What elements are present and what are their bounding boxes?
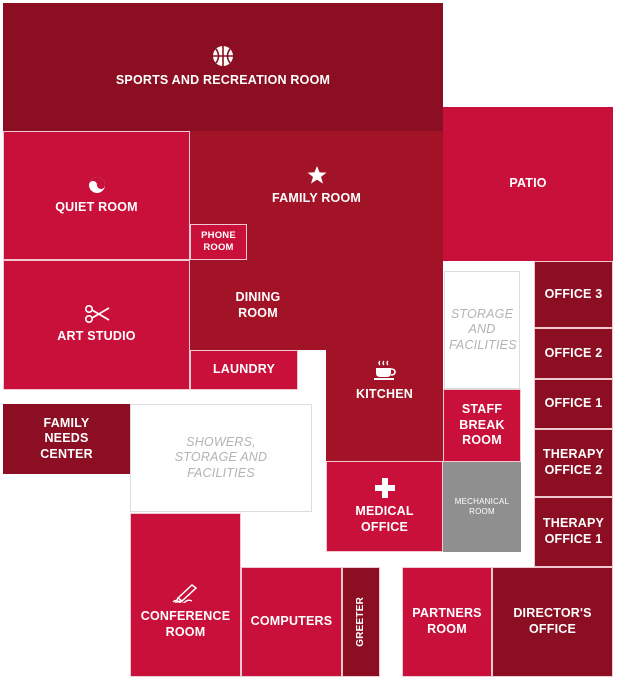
room-label: DIRECTOR'S OFFICE <box>513 606 592 636</box>
room-showers-storage: SHOWERS, STORAGE AND FACILITIES <box>130 404 312 512</box>
room-greeter: GREETER <box>342 567 380 677</box>
room-label: QUIET ROOM <box>55 199 138 214</box>
room-staff-break: STAFF BREAK ROOM <box>443 389 521 462</box>
room-label: SPORTS AND RECREATION ROOM <box>115 73 331 88</box>
room-partners: PARTNERS ROOM <box>402 567 492 677</box>
room-label: MEDICAL OFFICE <box>355 503 414 534</box>
room-office-3: OFFICE 3 <box>534 261 613 328</box>
room-medical-office: MEDICAL OFFICE <box>326 461 443 552</box>
yin-yang-icon <box>88 176 105 193</box>
room-label: OFFICE 3 <box>544 286 603 301</box>
room-computers: COMPUTERS <box>241 567 342 677</box>
basketball-icon <box>213 46 233 67</box>
room-label: KITCHEN <box>356 387 413 402</box>
room-family-needs-center: FAMILY NEEDS CENTER <box>3 404 130 474</box>
room-directors-office: DIRECTOR'S OFFICE <box>492 567 613 677</box>
room-label: OFFICE 1 <box>544 396 603 411</box>
room-dining: DINING ROOM <box>190 261 326 350</box>
room-art-studio: ART STUDIO <box>3 260 190 390</box>
star-icon <box>307 166 326 184</box>
room-label: THERAPY OFFICE 1 <box>542 516 605 546</box>
room-conference: CONFERENCE ROOM <box>130 513 241 677</box>
room-label: DINING ROOM <box>235 289 281 320</box>
room-mechanical: MECHANICAL ROOM <box>443 462 521 552</box>
room-label: COMPUTERS <box>250 614 333 629</box>
room-label: STAFF BREAK ROOM <box>459 402 505 448</box>
medical-cross-icon <box>374 477 395 498</box>
room-laundry: LAUNDRY <box>190 350 298 390</box>
room-label: FAMILY ROOM <box>271 191 362 205</box>
room-label: PARTNERS ROOM <box>412 606 482 636</box>
room-storage-facilities: STORAGE AND FACILITIES <box>444 271 520 389</box>
room-kitchen: KITCHEN <box>326 261 443 461</box>
room-label: CONFERENCE ROOM <box>140 609 231 639</box>
room-label: STORAGE AND FACILITIES <box>449 306 517 352</box>
room-therapy-office-2: THERAPY OFFICE 2 <box>534 429 613 497</box>
room-label: MECHANICAL ROOM <box>454 497 510 516</box>
room-label: PATIO <box>509 176 547 191</box>
scissors-icon <box>84 305 109 324</box>
room-phone: PHONE ROOM <box>190 224 247 260</box>
room-sports-recreation: SPORTS AND RECREATION ROOM <box>3 3 443 131</box>
room-patio: PATIO <box>443 107 613 261</box>
pen-writing-icon <box>172 584 197 604</box>
room-label: FAMILY NEEDS CENTER <box>40 415 93 461</box>
coffee-cup-icon <box>373 360 396 381</box>
room-label: ART STUDIO <box>57 329 136 344</box>
room-office-2: OFFICE 2 <box>534 328 613 379</box>
room-quiet: QUIET ROOM <box>3 131 190 260</box>
room-therapy-office-1: THERAPY OFFICE 1 <box>534 497 613 567</box>
room-office-1: OFFICE 1 <box>534 379 613 429</box>
room-label: THERAPY OFFICE 2 <box>542 447 605 477</box>
room-label: GREETER <box>354 597 366 647</box>
room-label: OFFICE 2 <box>544 345 603 360</box>
room-label: SHOWERS, STORAGE AND FACILITIES <box>174 434 268 480</box>
room-label: PHONE ROOM <box>201 230 236 253</box>
room-label: LAUNDRY <box>212 362 276 377</box>
